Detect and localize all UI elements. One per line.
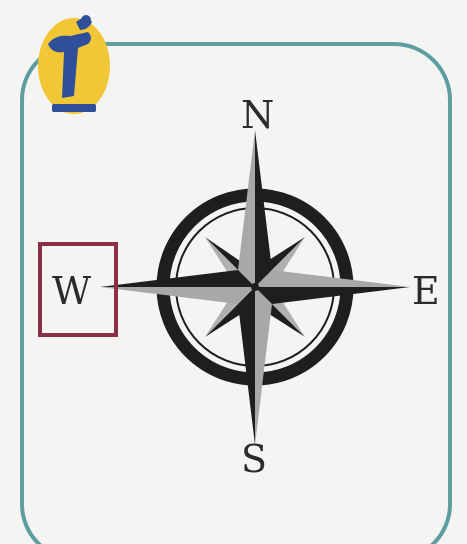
north-label: N [241,96,274,134]
west-label: W [52,272,91,310]
compass-center [251,283,259,291]
south-label: S [241,440,267,478]
east-label: E [412,272,440,310]
